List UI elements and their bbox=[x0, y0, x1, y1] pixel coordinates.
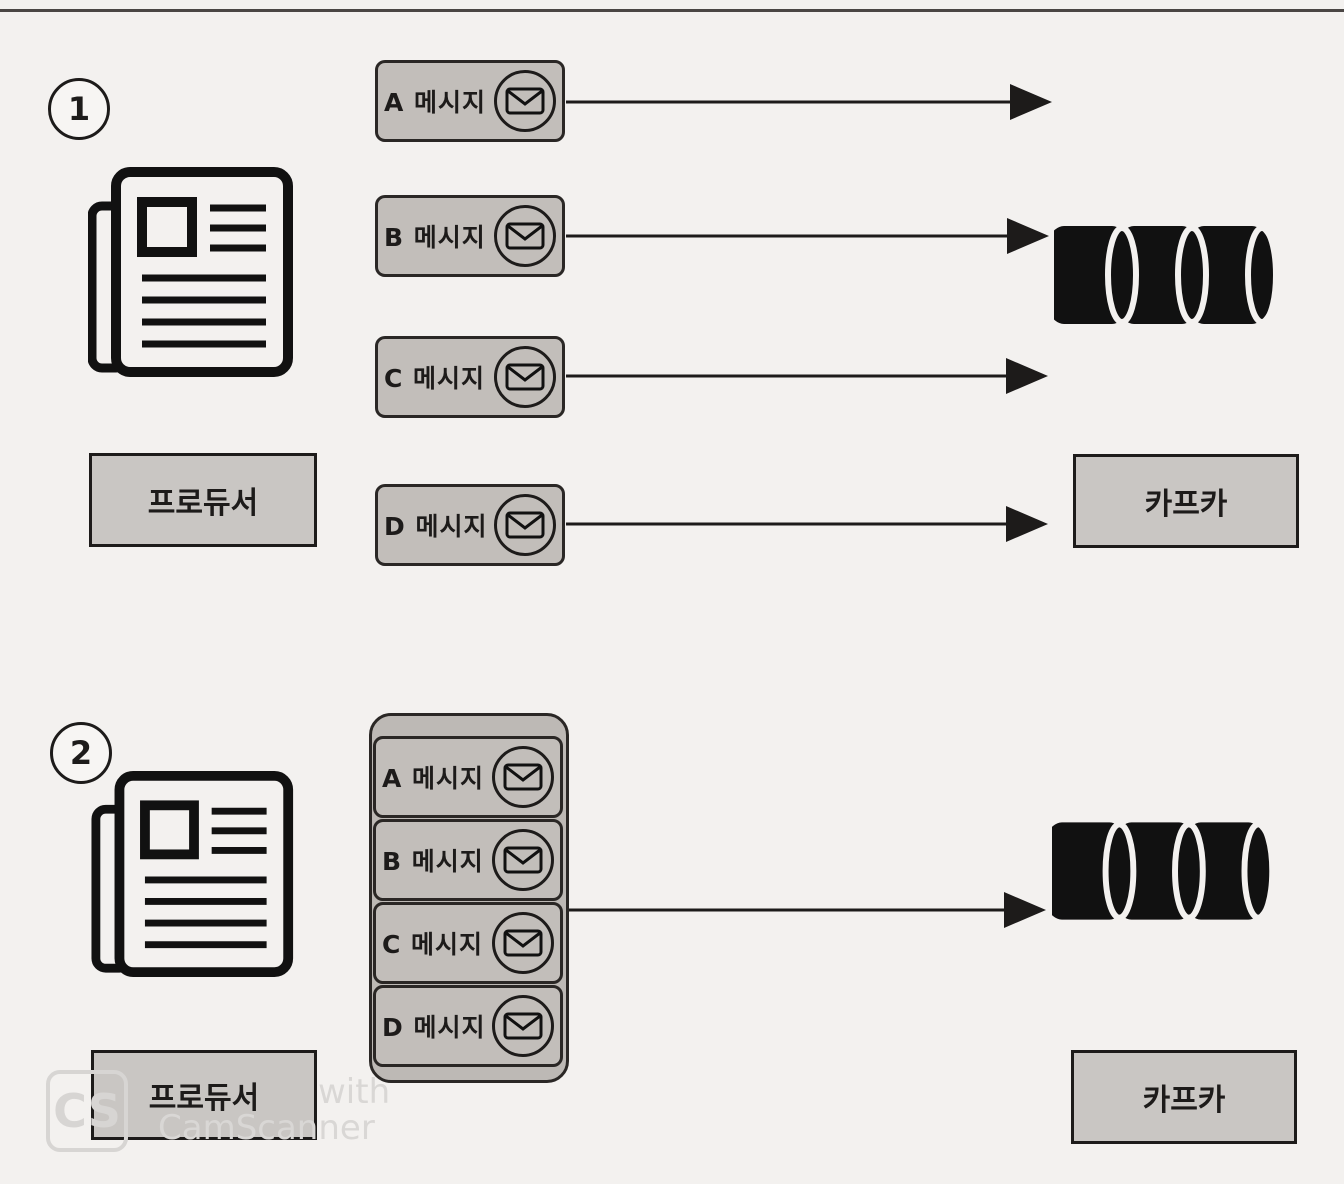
cylinder-stack-icon bbox=[1054, 225, 1279, 325]
cylinder-stack-icon bbox=[1052, 821, 1276, 921]
message-a-2: A 메시지 bbox=[373, 736, 563, 818]
message-c-2: C 메시지 bbox=[373, 902, 563, 984]
message-label: C 메시지 bbox=[382, 930, 484, 959]
message-label: B 메시지 bbox=[384, 223, 486, 252]
envelope-icon bbox=[492, 829, 554, 891]
envelope-icon bbox=[494, 346, 556, 408]
kafka-label-2: 카프카 bbox=[1142, 1083, 1226, 1118]
top-border-line bbox=[0, 0, 1344, 12]
message-label: B 메시지 bbox=[382, 847, 484, 876]
envelope-icon bbox=[494, 205, 556, 267]
watermark-line1: with bbox=[318, 1072, 391, 1112]
producer-label-2: 프로듀서 bbox=[148, 1081, 260, 1116]
message-label: D 메시지 bbox=[384, 512, 488, 541]
kafka-box-2: 카프카 bbox=[1071, 1050, 1297, 1144]
message-d-1: D 메시지 bbox=[375, 484, 565, 566]
message-a-1: A 메시지 bbox=[375, 60, 565, 142]
message-label: A 메시지 bbox=[382, 764, 485, 793]
envelope-icon bbox=[492, 912, 554, 974]
envelope-icon bbox=[492, 746, 554, 808]
message-label: D 메시지 bbox=[382, 1013, 486, 1042]
step-number-1: 1 bbox=[48, 78, 110, 140]
message-b-1: B 메시지 bbox=[375, 195, 565, 277]
envelope-icon bbox=[494, 70, 556, 132]
message-label: C 메시지 bbox=[384, 364, 486, 393]
producer-box-2: 프로듀서 bbox=[91, 1050, 317, 1140]
message-label: A 메시지 bbox=[384, 88, 487, 117]
step-number-2: 2 bbox=[50, 722, 112, 784]
camscanner-logo-icon: CS bbox=[46, 1070, 128, 1152]
newspaper-icon bbox=[88, 167, 293, 377]
newspaper-icon bbox=[91, 770, 294, 978]
envelope-icon bbox=[494, 494, 556, 556]
message-b-2: B 메시지 bbox=[373, 819, 563, 901]
producer-label-1: 프로듀서 bbox=[147, 486, 259, 521]
producer-box-1: 프로듀서 bbox=[89, 453, 317, 547]
message-d-2: D 메시지 bbox=[373, 985, 563, 1067]
kafka-label-1: 카프카 bbox=[1144, 487, 1228, 522]
watermark-line2: CamScanner bbox=[158, 1108, 375, 1148]
kafka-box-1: 카프카 bbox=[1073, 454, 1299, 548]
watermark-text: with CamScanner bbox=[158, 1074, 390, 1146]
envelope-icon bbox=[492, 995, 554, 1057]
message-c-1: C 메시지 bbox=[375, 336, 565, 418]
